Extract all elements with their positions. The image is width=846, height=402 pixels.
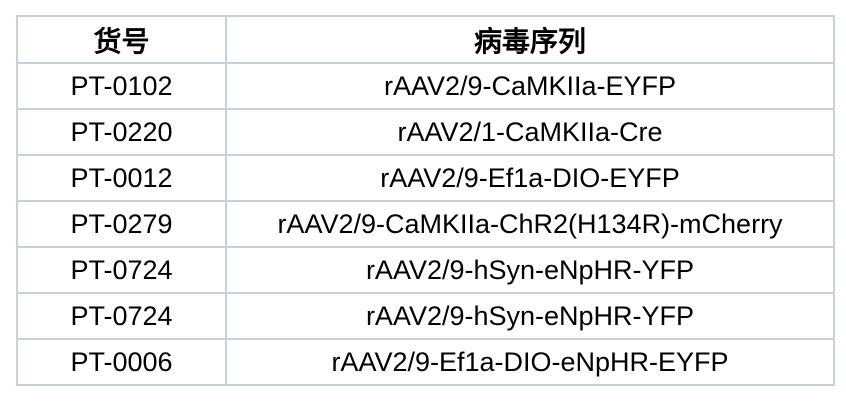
catalog-cell: PT-0724: [16, 292, 227, 340]
sequence-cell: rAAV2/9-hSyn-eNpHR-YFP: [225, 292, 835, 340]
catalog-column-header: 货号: [16, 15, 227, 64]
catalog-cell: PT-0006: [16, 338, 227, 386]
catalog-cell: PT-0724: [16, 246, 227, 294]
sequence-cell: rAAV2/9-Ef1a-DIO-EYFP: [225, 154, 835, 202]
catalog-cell: PT-0279: [16, 200, 227, 248]
sequence-cell: rAAV2/9-CaMKIIa-EYFP: [225, 62, 835, 110]
sequence-cell: rAAV2/9-CaMKIIa-ChR2(H134R)-mCherry: [225, 200, 835, 248]
catalog-cell: PT-0220: [16, 108, 227, 156]
table-header: 货号 病毒序列: [16, 15, 835, 64]
catalog-cell: PT-0102: [16, 62, 227, 110]
sequence-cell: rAAV2/9-Ef1a-DIO-eNpHR-EYFP: [225, 338, 835, 386]
sequence-column-header: 病毒序列: [225, 15, 835, 64]
sequence-cell: rAAV2/9-hSyn-eNpHR-YFP: [225, 246, 835, 294]
catalog-cell: PT-0012: [16, 154, 227, 202]
header-row: 货号 病毒序列: [16, 15, 835, 64]
sequence-cell: rAAV2/1-CaMKIIa-Cre: [225, 108, 835, 156]
